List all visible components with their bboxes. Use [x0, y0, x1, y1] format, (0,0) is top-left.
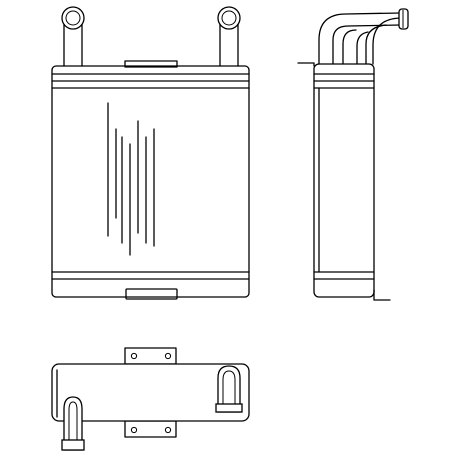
front-fin-hatching: [107, 102, 155, 256]
top-view-left-pipe: [61, 396, 85, 451]
side-bent-pipes: [318, 8, 409, 65]
front-view: [51, 6, 250, 300]
top-view-core-body: [51, 363, 250, 422]
top-view-upper-bracket: [124, 347, 177, 365]
front-left-pipe: [61, 6, 85, 67]
top-view: [51, 347, 250, 451]
bracket-hole: [164, 352, 172, 360]
side-view: [297, 8, 409, 301]
bracket-hole: [130, 352, 138, 360]
front-right-pipe: [217, 6, 241, 67]
front-top-bracket: [124, 60, 178, 68]
top-view-lower-bracket: [124, 420, 177, 438]
side-top-flange: [297, 62, 315, 67]
top-view-right-pipe: [215, 365, 243, 413]
front-core-body: [51, 65, 250, 298]
bracket-hole: [130, 426, 138, 434]
bracket-hole: [164, 426, 172, 434]
side-bottom-flange: [373, 289, 391, 301]
side-core-body: [313, 63, 375, 298]
front-bottom-bracket: [125, 288, 178, 300]
